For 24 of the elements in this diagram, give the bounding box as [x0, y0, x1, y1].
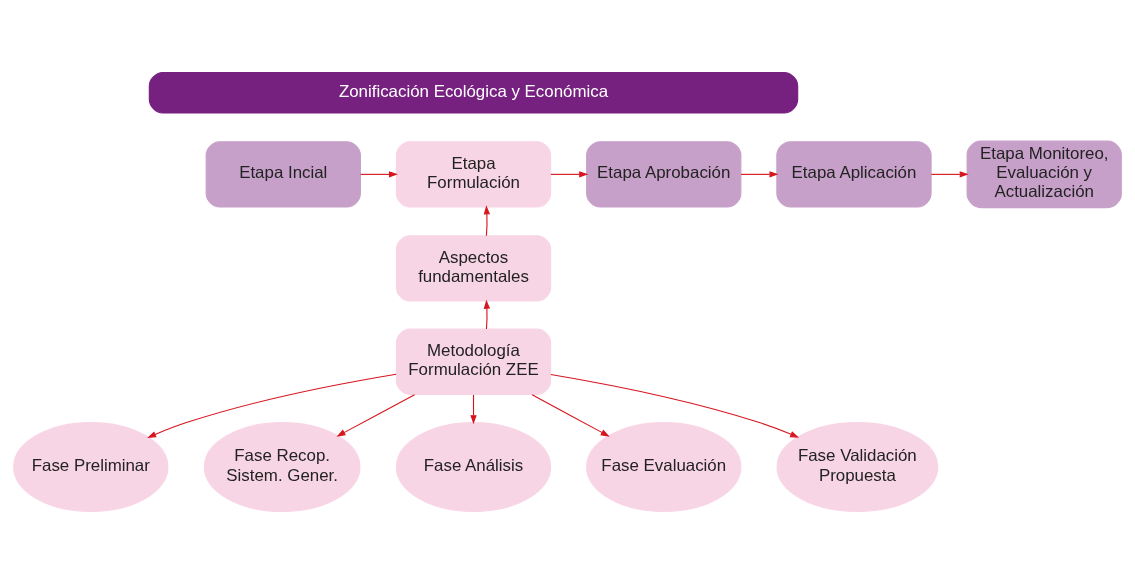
node-ellipse: Fase Preliminar	[13, 421, 169, 512]
node-ellipse: Fase Análisis	[395, 421, 552, 512]
arrow	[470, 393, 477, 424]
node-box: Metodología Formulación ZEE	[395, 328, 552, 395]
arrow	[550, 373, 800, 438]
node-ellipse: Fase Evaluación	[586, 421, 742, 512]
arrow	[483, 204, 491, 236]
node-ellipse: Fase Validación Propuesta	[776, 421, 939, 512]
node-box: Etapa Incial	[205, 140, 361, 208]
arrow	[740, 170, 779, 178]
node-box: Aspectos fundamentales	[395, 234, 552, 302]
arrow	[147, 373, 397, 438]
arrow	[360, 170, 398, 178]
node-box: Etapa Aprobación	[586, 140, 742, 208]
node-box: Etapa Formulación	[395, 140, 552, 208]
arrow	[483, 299, 491, 329]
arrow	[531, 393, 610, 437]
node-box: Etapa Aplicación	[776, 140, 932, 208]
arrow	[930, 170, 969, 178]
arrow	[336, 393, 416, 437]
arrow	[550, 170, 589, 178]
node-box: Etapa Monitoreo, Evaluación y Actualización	[966, 140, 1122, 208]
node-ellipse: Fase Recop. Sistem. Gener.	[203, 421, 361, 512]
node-box: Zonificación Ecológica y Económica	[148, 71, 799, 114]
